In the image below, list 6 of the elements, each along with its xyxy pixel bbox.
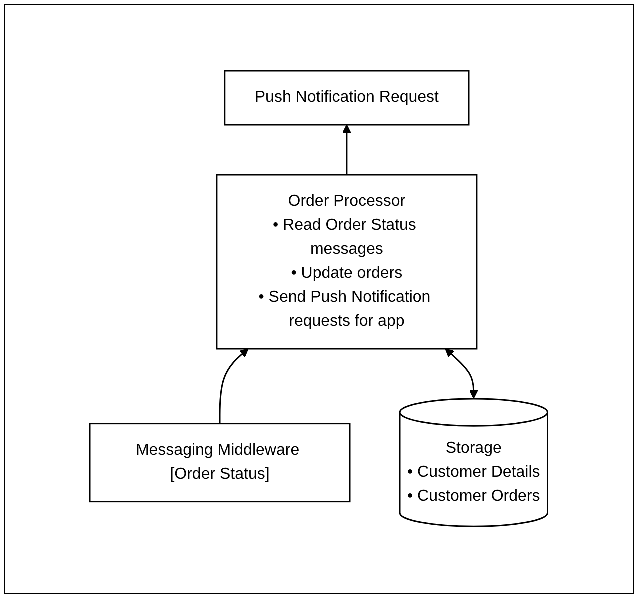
arrow <box>445 348 478 400</box>
arrow <box>342 124 352 176</box>
node-box: Order Processor • Read Order Status messages • Update orders • Send Push Notification requests for app <box>216 174 478 350</box>
arrow <box>219 348 249 424</box>
node-box: Messaging Middleware [Order Status] <box>89 423 351 503</box>
node-box: Push Notification Request <box>224 70 470 126</box>
